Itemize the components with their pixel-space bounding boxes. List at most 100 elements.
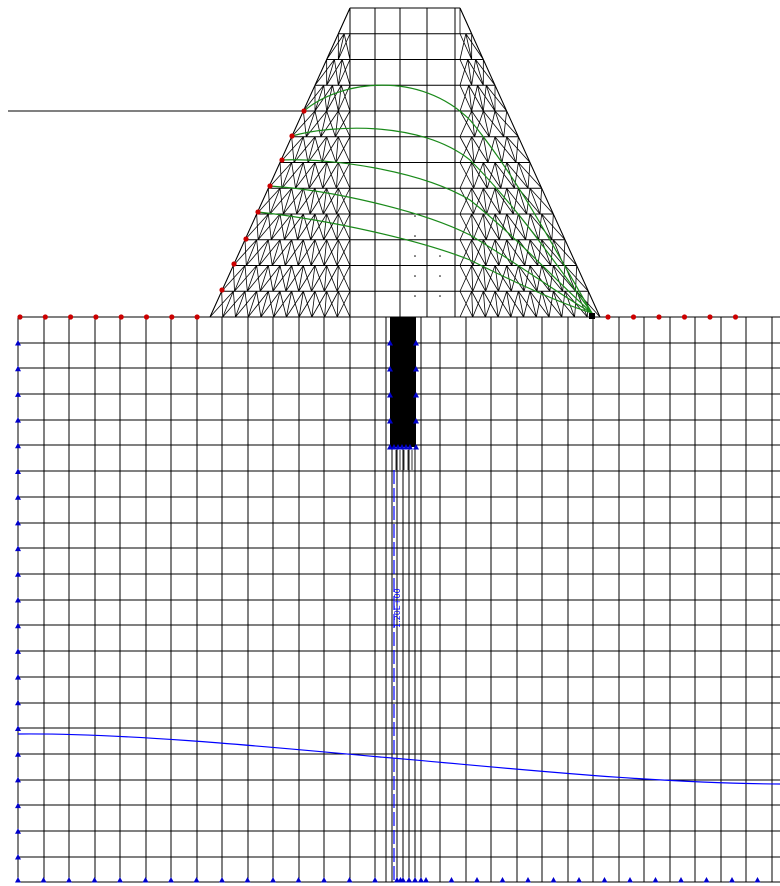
dam-diagonal (459, 59, 469, 86)
dam-diagonal (518, 239, 539, 266)
dam-vertical (337, 33, 345, 60)
dam-vertical (494, 265, 499, 292)
dam-diagonal (501, 136, 508, 163)
dam-diagonal (494, 291, 512, 318)
bottom-boundary-marker (406, 877, 412, 883)
dam-vertical (471, 188, 474, 215)
wall-marker (413, 418, 419, 424)
dam-vertical (517, 265, 525, 292)
wall-marker (413, 366, 419, 372)
left-boundary-marker (15, 391, 21, 397)
flow-line (269, 185, 593, 314)
dam-vertical (552, 265, 564, 292)
dam-diagonal (281, 162, 304, 189)
dam-vertical (336, 239, 339, 266)
dam-diagonal (232, 265, 235, 292)
dam-diagonal (256, 265, 261, 292)
dam-diagonal (310, 239, 328, 266)
dam-diagonal (494, 188, 514, 215)
dam-vertical (552, 213, 566, 240)
bottom-boundary-marker (703, 877, 710, 883)
dam-diagonal (297, 213, 316, 240)
dam-diagonal (472, 291, 484, 318)
dam-diagonal (285, 265, 304, 292)
dam-diagonal (487, 136, 496, 163)
dam-diagonal (272, 265, 292, 292)
dam-diagonal (541, 239, 565, 266)
dam-vertical (314, 85, 325, 112)
dam-vertical (471, 162, 475, 189)
dam-diagonal (471, 213, 487, 240)
bottom-boundary-marker (142, 877, 149, 883)
dam-diagonal (247, 291, 269, 318)
dam-diagonal (459, 265, 473, 292)
dam-diagonal (303, 85, 325, 112)
dam-diagonal (256, 213, 259, 240)
bottom-boundary-marker (474, 877, 480, 883)
dam-diagonal (314, 213, 325, 240)
dam-vertical (321, 136, 328, 163)
dam-diagonal (459, 239, 474, 266)
red-node-marker (194, 314, 200, 320)
dam-diagonal (244, 239, 247, 266)
dam-diagonal (515, 136, 519, 163)
contour-label: 1.20E+00 (393, 588, 402, 628)
mesh-dot (414, 295, 416, 297)
dam-diagonal (529, 187, 554, 215)
dam-diagonal (471, 265, 487, 292)
dam-diagonal (512, 188, 519, 215)
red-node-marker (169, 314, 175, 320)
dam-vertical (269, 188, 281, 215)
dam-vertical (259, 265, 269, 292)
dam-vertical (324, 291, 328, 318)
dam-vertical (281, 162, 293, 189)
dam-vertical (337, 59, 343, 86)
red-node-marker (68, 314, 74, 320)
dam-diagonal (475, 59, 496, 86)
dam-diagonal (512, 213, 519, 240)
dam-vertical (494, 188, 501, 215)
dam-diagonal (322, 188, 339, 215)
mesh-dot (439, 295, 441, 297)
dam-diagonal (336, 265, 351, 292)
dam-diagonal (494, 136, 517, 163)
red-node-marker (255, 209, 261, 215)
dam-diagonal (536, 265, 543, 292)
dam-diagonal (343, 33, 351, 60)
dam-diagonal (482, 265, 499, 292)
dam-diagonal (279, 239, 286, 266)
dam-diagonal (284, 213, 304, 240)
dam-vertical (311, 265, 316, 292)
wall-marker (413, 340, 419, 346)
bottom-boundary-marker (91, 877, 98, 883)
dam-vertical (517, 136, 531, 163)
dam-vertical (235, 291, 246, 318)
dam-diagonal (273, 291, 292, 318)
dam-vertical (326, 85, 333, 112)
dam-diagonal (486, 188, 496, 215)
dam-diagonal (310, 213, 328, 240)
dam-diagonal (267, 188, 271, 215)
dam-vertical (296, 188, 304, 215)
dam-diagonal (340, 85, 351, 112)
dam-vertical (587, 291, 601, 318)
dam-vertical (246, 265, 258, 292)
dam-diagonal (538, 213, 543, 240)
dam-vertical (260, 291, 269, 318)
dam-diagonal (323, 213, 339, 240)
dam-diagonal (297, 239, 316, 266)
dam-diagonal (279, 188, 284, 215)
dam-vertical (477, 85, 484, 112)
dam-diagonal (471, 162, 488, 189)
dam-diagonal (326, 33, 345, 60)
dam-diagonal (257, 213, 281, 241)
dam-diagonal (324, 291, 339, 318)
dam-diagonal (506, 265, 525, 292)
dam-diagonal (337, 213, 351, 240)
dam-diagonal (337, 265, 351, 292)
wall-marker (395, 444, 401, 450)
dam-diagonal (506, 162, 529, 189)
dam-diagonal (302, 265, 312, 292)
dam-diagonal (488, 110, 496, 137)
dam-diagonal (256, 239, 260, 266)
